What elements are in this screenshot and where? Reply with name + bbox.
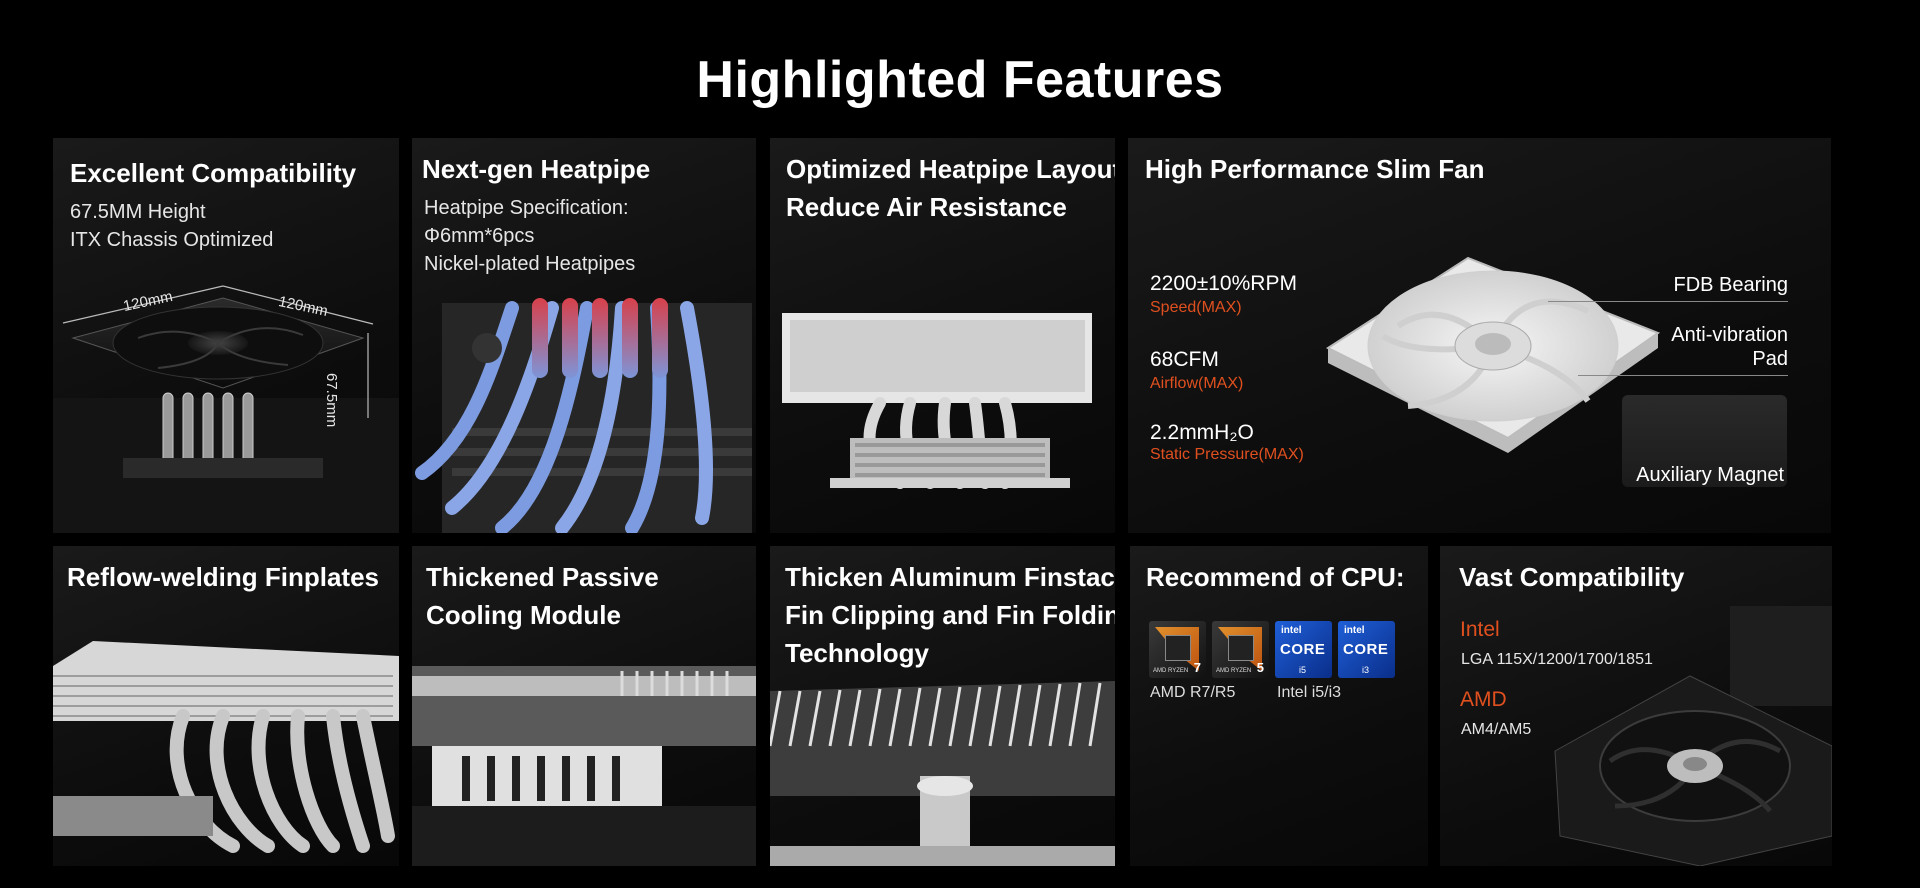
callout-fdb-bearing: FDB Bearing [1673,274,1789,296]
card-passive-cooling: Thickened Passive Cooling Module [412,546,756,866]
heatpipe-spec-label: Heatpipe Specification: [424,197,629,219]
cooler-dimension-illustration [53,285,399,533]
card-title-line2: Reduce Air Resistance [786,192,1067,222]
card-aluminum-finstack: Thicken Aluminum Finstack Fin Clipping a… [770,546,1115,866]
heatpipe-spec-size: Φ6mm*6pcs [424,225,535,247]
card-title-line3: Technology [785,638,929,668]
intel-core-i5-badge: intel CORE i5 [1275,621,1332,678]
card-line-height: 67.5MM Height [70,201,206,223]
platform-intel-sockets: LGA 115X/1200/1700/1851 [1461,651,1653,668]
amd-ryzen-7-badge: AMD RYZEN 7 [1149,621,1206,678]
card-title: Vast Compatibility [1459,562,1685,592]
spec-pressure-value: 2.2mmH₂O [1150,421,1254,444]
card-excellent-compatibility: Excellent Compatibility 67.5MM Height IT… [53,138,399,533]
card-title: Reflow-welding Finplates [67,562,380,592]
card-optimized-layout: Optimized Heatpipe Layout Reduce Air Res… [770,138,1115,533]
platform-amd-brand: AMD [1460,688,1507,711]
spec-airflow-label: Airflow(MAX) [1150,375,1244,392]
intel-core-i3-badge: intel CORE i3 [1338,621,1395,678]
amd-cpu-label: AMD R7/R5 [1150,684,1236,701]
card-vast-compatibility: Vast Compatibility Intel LGA 115X/1200/1… [1440,546,1832,866]
card-title-line1: Thickened Passive [426,562,659,592]
card-title-line2: Cooling Module [426,600,621,630]
card-recommend-cpu: Recommend of CPU: AMD RYZEN 7 AMD RYZEN … [1130,546,1428,866]
callout-auxiliary-magnet: Auxiliary Magnet [1636,464,1784,486]
card-title: Recommend of CPU: [1146,562,1405,592]
card-line-itx: ITX Chassis Optimized [70,229,274,251]
spec-speed-value: 2200±10%RPM [1150,272,1297,295]
heatpipe-spec-plating: Nickel-plated Heatpipes [424,253,636,275]
card-title-line1: Optimized Heatpipe Layout [786,154,1115,184]
card-title: Excellent Compatibility [70,158,357,188]
heatpipe-layout-illustration [782,313,1092,489]
callout-line [1548,301,1788,302]
card-next-gen-heatpipe: Next-gen Heatpipe Heatpipe Specification… [412,138,756,533]
finstack-illustration [770,681,1115,866]
spec-airflow-value: 68CFM [1150,348,1219,371]
callout-line [1578,375,1788,376]
spec-speed-label: Speed(MAX) [1150,299,1242,316]
card-title: High Performance Slim Fan [1145,154,1485,184]
card-title-line1: Thicken Aluminum Finstack [785,562,1115,592]
magnet-inset [1622,395,1787,487]
platform-amd-sockets: AM4/AM5 [1461,721,1532,738]
callout-anti-vibration-pad: Anti-vibration Pad [1671,324,1788,370]
intel-cpu-label: Intel i5/i3 [1277,684,1342,701]
card-title-line2: Fin Clipping and Fin Folding [785,600,1115,630]
passive-module-illustration [412,666,756,866]
amd-ryzen-5-badge: AMD RYZEN 5 [1212,621,1269,678]
page-title: Highlighted Features [696,51,1224,109]
card-reflow-welding: Reflow-welding Finplates [53,546,399,866]
dimension-height: 67.5mm [323,373,340,428]
installed-cooler-illustration [1554,606,1832,866]
platform-intel-brand: Intel [1460,618,1500,641]
card-title: Next-gen Heatpipe [422,154,651,184]
heatpipe-illustration [415,298,752,533]
spec-pressure-label: Static Pressure(MAX) [1150,446,1304,463]
finplates-illustration [53,641,399,853]
